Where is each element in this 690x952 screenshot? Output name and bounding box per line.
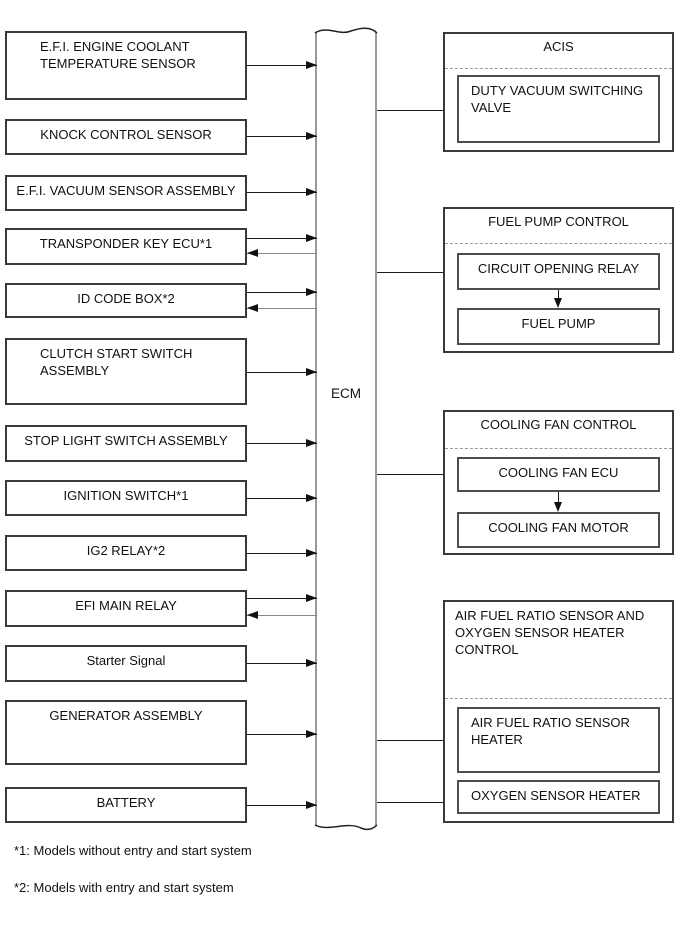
connector-line [377,474,457,475]
box-label: CIRCUIT OPENING RELAY [477,261,640,276]
arrow-right-icon [306,288,317,296]
box-air-fuel-ratio-sensor-heater: AIR FUEL RATIO SENSOR HEATER [457,707,660,773]
box-label: Starter Signal [86,653,166,668]
arrow-right-icon [306,549,317,557]
connector-line-return [247,253,317,254]
left-box-starter-signal: Starter Signal [5,645,247,682]
left-box-generator-assembly: GENERATOR ASSEMBLY [5,700,247,765]
box-label: KNOCK CONTROL SENSOR [40,127,212,142]
left-box-stop-light-switch: STOP LIGHT SWITCH ASSEMBLY [5,425,247,462]
connector-line [558,290,559,301]
group-fuel-pump-title: FUEL PUMP CONTROL [488,214,629,229]
left-box-clutch-start-switch: CLUTCH START SWITCH ASSEMBLY [5,338,247,405]
connector-line [247,553,317,554]
arrow-down-icon [554,502,562,512]
box-label: STOP LIGHT SWITCH ASSEMBLY [24,433,228,448]
connector-line [377,802,457,803]
connector-line [377,110,457,111]
box-cooling-fan-motor: COOLING FAN MOTOR [457,512,660,548]
arrow-left-icon [247,611,258,619]
connector-line-return [247,308,317,309]
connector-line [247,734,317,735]
left-box-efi-vacuum-sensor: E.F.I. VACUUM SENSOR ASSEMBLY [5,175,247,211]
left-box-transponder-key-ecu: TRANSPONDER KEY ECU*1 [5,228,247,265]
box-label: BATTERY [96,795,156,810]
ecm-break-top [314,27,378,34]
arrow-left-icon [247,249,258,257]
group-divider [445,448,672,449]
connector-line [247,192,317,193]
arrow-right-icon [306,659,317,667]
left-box-knock-control-sensor: KNOCK CONTROL SENSOR [5,119,247,155]
box-duty-vacuum-switching-valve: DUTY VACUUM SWITCHING VALVE [457,75,660,143]
box-label: IGNITION SWITCH*1 [63,488,189,503]
ecm-break-bottom [314,824,378,831]
box-oxygen-sensor-heater: OXYGEN SENSOR HEATER [457,780,660,814]
arrow-right-icon [306,61,317,69]
arrow-right-icon [306,801,317,809]
ecm-label: ECM [331,386,361,401]
arrow-right-icon [306,439,317,447]
group-divider [445,243,672,244]
connector-line [377,272,457,273]
box-circuit-opening-relay: CIRCUIT OPENING RELAY [457,253,660,290]
arrow-right-icon [306,494,317,502]
left-box-coolant-temp-sensor: E.F.I. ENGINE COOLANT TEMPERATURE SENSOR [5,31,247,100]
left-box-id-code-box: ID CODE BOX*2 [5,283,247,318]
footnote-1: *1: Models without entry and start syste… [14,843,252,858]
ecm-box [315,32,377,826]
box-label: COOLING FAN MOTOR [488,520,629,535]
box-label: ID CODE BOX*2 [77,291,175,306]
left-box-ig2-relay: IG2 RELAY*2 [5,535,247,571]
arrow-left-icon [247,304,258,312]
group-air-fuel-title: AIR FUEL RATIO SENSOR AND OXYGEN SENSOR … [455,608,645,657]
arrow-right-icon [306,594,317,602]
box-label: COOLING FAN ECU [498,465,619,480]
box-label: FUEL PUMP [521,316,596,331]
connector-line [247,663,317,664]
connector-line [377,740,457,741]
box-label: DUTY VACUUM SWITCHING VALVE [471,83,644,115]
box-label: OXYGEN SENSOR HEATER [471,788,641,803]
footnote-2: *2: Models with entry and start system [14,880,234,895]
left-box-battery: BATTERY [5,787,247,823]
group-divider [445,698,672,699]
group-acis-title: ACIS [543,39,574,54]
arrow-down-icon [554,298,562,308]
box-fuel-pump: FUEL PUMP [457,308,660,345]
left-box-ignition-switch: IGNITION SWITCH*1 [5,480,247,516]
box-label: E.F.I. ENGINE COOLANT TEMPERATURE SENSOR [40,39,196,71]
box-cooling-fan-ecu: COOLING FAN ECU [457,457,660,492]
group-divider [445,68,672,69]
connector-line [247,65,317,66]
box-label: IG2 RELAY*2 [86,543,166,558]
connector-line [247,136,317,137]
group-cooling-fan-title: COOLING FAN CONTROL [480,417,637,432]
arrow-right-icon [306,234,317,242]
connector-line [247,372,317,373]
left-box-efi-main-relay: EFI MAIN RELAY [5,590,247,627]
connector-line [247,443,317,444]
box-label: E.F.I. VACUUM SENSOR ASSEMBLY [16,183,236,198]
arrow-right-icon [306,730,317,738]
connector-line [558,492,559,504]
connector-line [247,238,317,239]
arrow-right-icon [306,132,317,140]
connector-line [247,598,317,599]
connector-line [247,805,317,806]
box-label: AIR FUEL RATIO SENSOR HEATER [471,715,630,747]
connector-line [247,292,317,293]
arrow-right-icon [306,188,317,196]
connector-line [247,498,317,499]
arrow-right-icon [306,368,317,376]
box-label: EFI MAIN RELAY [75,598,177,613]
box-label: TRANSPONDER KEY ECU*1 [39,236,213,251]
connector-line-return [247,615,317,616]
box-label: CLUTCH START SWITCH ASSEMBLY [40,346,193,378]
box-label: GENERATOR ASSEMBLY [49,708,203,723]
